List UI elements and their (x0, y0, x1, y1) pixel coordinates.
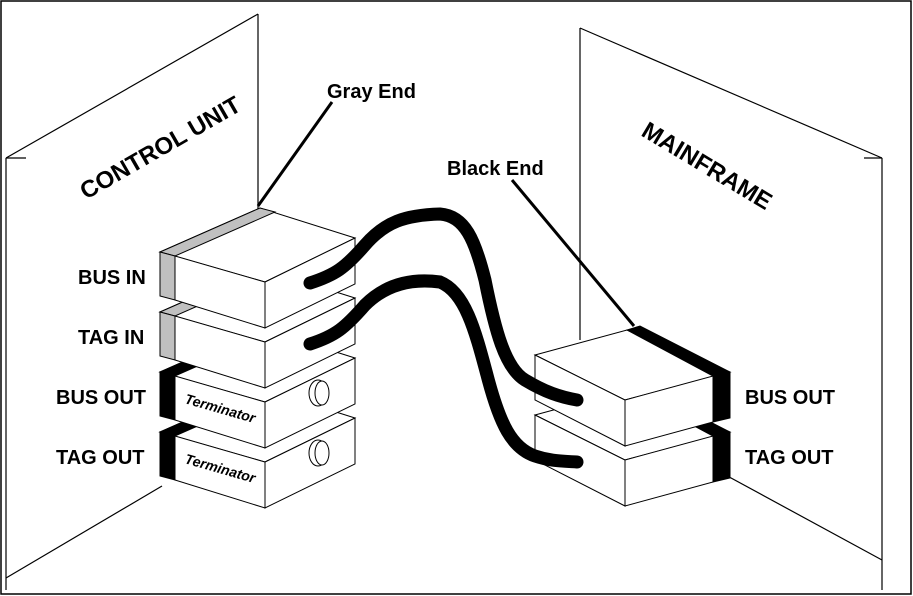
black-end-label: Black End (447, 158, 544, 180)
mainframe-wall (579, 27, 883, 590)
gray-end-pointer (256, 101, 334, 207)
control-unit-wall (5, 13, 259, 590)
black-end-strip (625, 325, 731, 423)
mainframe-port-label-bus-out: BUS OUT (745, 387, 835, 409)
port-label-bus-in: BUS IN (78, 267, 146, 289)
mainframe-port-label-tag-out: TAG OUT (745, 447, 834, 469)
port-label-bus-out: BUS OUT (56, 387, 146, 409)
tag-cable (303, 274, 584, 469)
port-label-tag-in: TAG IN (78, 327, 144, 349)
black-end-pointer (510, 179, 636, 327)
bus-cable (303, 207, 584, 407)
gray-end-label: Gray End (327, 81, 416, 103)
port-label-tag-out: TAG OUT (56, 447, 145, 469)
